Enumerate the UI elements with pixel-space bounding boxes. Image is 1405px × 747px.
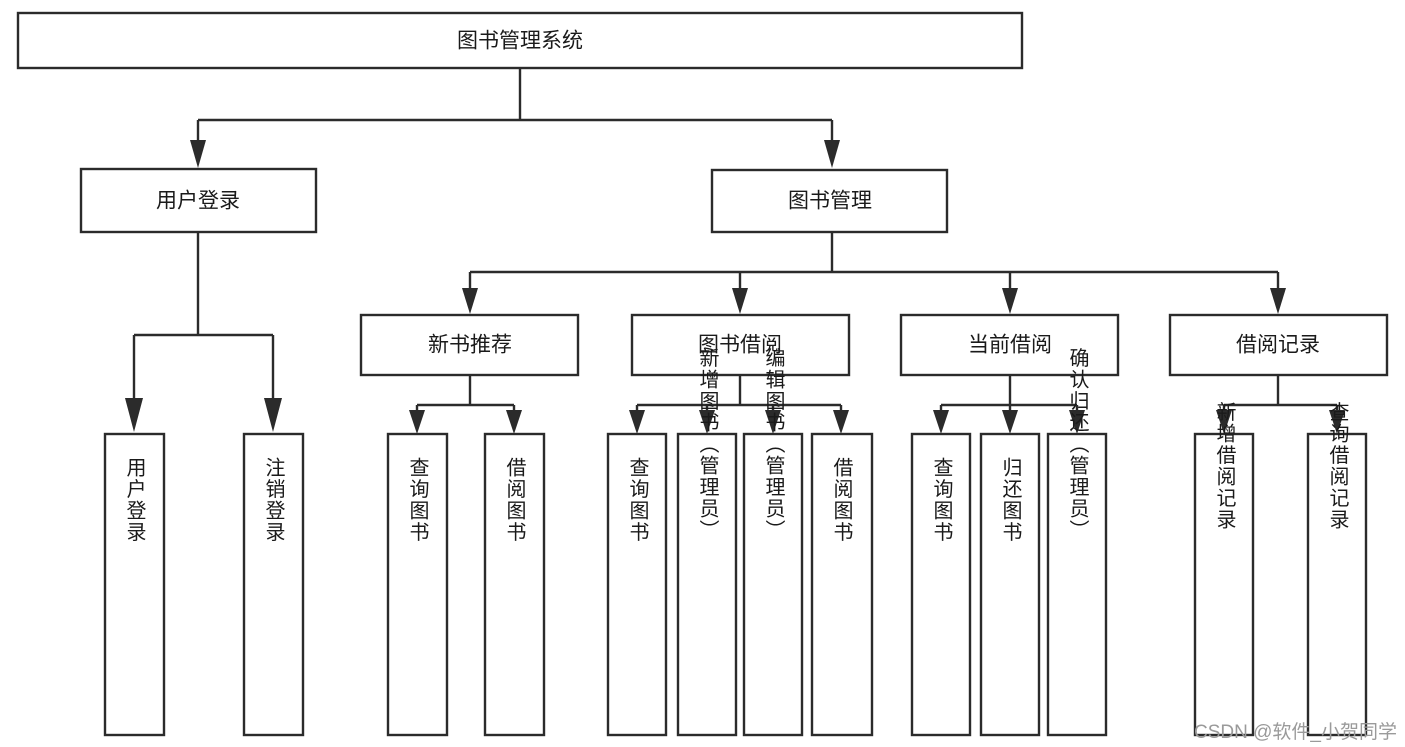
node-book-borrow[interactable]: 图书借阅 [630,313,851,377]
leaf-book-borrow-2-box[interactable] [676,432,738,737]
leaf-current-borrow-3-label: 确认归还（管理员） [1066,347,1089,541]
leaf-borrow-record-2-box[interactable] [1306,432,1368,737]
leaf-borrow-record-1[interactable]: 新增借阅记录 [1193,401,1255,737]
arrow-borrow-leaf-4 [833,410,849,434]
leaf-user-login-1-box[interactable] [103,432,166,737]
node-root[interactable]: 图书管理系统 [16,11,1024,70]
leaf-book-borrow-3-label: 编辑图书（管理员） [762,347,785,541]
leaf-new-book-2-label: 借阅图书 [503,457,526,543]
leaf-book-borrow-3-box[interactable] [742,432,804,737]
node-borrow-record[interactable]: 借阅记录 [1168,313,1389,377]
node-new-book-recommend[interactable]: 新书推荐 [359,313,580,377]
leaf-new-book-2-box[interactable] [483,432,546,737]
leaf-user-login-1[interactable]: 用户登录 [103,432,166,737]
node-user-login-label: 用户登录 [156,190,240,213]
arrow-root-to-book-manage [824,140,840,168]
node-user-login[interactable]: 用户登录 [79,167,318,234]
arrow-bookmanage-child-3 [1002,288,1018,314]
leaf-book-borrow-2[interactable]: 新增图书（管理员） [676,347,738,737]
node-book-borrow-label: 图书借阅 [698,334,782,357]
leaf-new-book-1-label: 查询图书 [406,457,429,543]
arrow-newbook-leaf-1 [409,410,425,434]
leaf-borrow-record-1-box[interactable] [1193,432,1255,737]
arrow-root-to-user-login [190,140,206,168]
leaf-current-borrow-2-label: 归还图书 [999,457,1022,543]
node-borrow-record-label: 借阅记录 [1236,334,1320,357]
leaf-current-borrow-3[interactable]: 确认归还（管理员） [1046,347,1108,737]
node-book-manage-box[interactable] [710,168,949,234]
leaf-current-borrow-1[interactable]: 查询图书 [910,432,972,737]
leaf-book-borrow-4-box[interactable] [810,432,874,737]
arrow-userlogin-leaf-1 [125,398,143,432]
arrow-current-leaf-1 [933,410,949,434]
leaf-current-borrow-1-box[interactable] [910,432,972,737]
arrow-borrow-leaf-1 [629,410,645,434]
leaf-user-login-2[interactable]: 注销登录 [242,432,305,737]
leaf-book-borrow-2-label: 新增图书（管理员） [696,347,719,541]
node-user-login-box[interactable] [79,167,318,234]
arrow-borrow-leaf-3 [765,410,781,434]
leaf-book-borrow-4[interactable]: 借阅图书 [810,432,874,737]
leaf-borrow-record-2-label: 查询借阅记录 [1326,401,1349,530]
arrow-bookmanage-child-4 [1270,288,1286,314]
node-book-borrow-box[interactable] [630,313,851,377]
node-new-book-recommend-label: 新书推荐 [428,334,512,357]
node-current-borrow[interactable]: 当前借阅 [899,313,1120,377]
leaf-book-borrow-1-box[interactable] [606,432,668,737]
arrow-record-leaf-2 [1329,410,1345,434]
arrow-newbook-leaf-2 [506,410,522,434]
leaf-current-borrow-2[interactable]: 归还图书 [979,432,1041,737]
arrow-userlogin-leaf-2 [264,398,282,432]
leaf-borrow-record-2[interactable]: 查询借阅记录 [1306,401,1368,737]
node-new-book-recommend-box[interactable] [359,313,580,377]
leaf-current-borrow-3-box[interactable] [1046,432,1108,737]
leaf-user-login-1-label: 用户登录 [123,457,146,543]
leaf-book-borrow-1[interactable]: 查询图书 [606,432,668,737]
node-current-borrow-label: 当前借阅 [968,334,1052,357]
node-root-box[interactable] [16,11,1024,70]
leaf-new-book-2[interactable]: 借阅图书 [483,432,546,737]
arrow-current-leaf-3 [1069,410,1085,434]
leaf-book-borrow-3[interactable]: 编辑图书（管理员） [742,347,804,737]
node-book-manage[interactable]: 图书管理 [710,168,949,234]
leaf-new-book-1-box[interactable] [386,432,449,737]
node-borrow-record-box[interactable] [1168,313,1389,377]
leaf-borrow-record-1-label: 新增借阅记录 [1213,401,1236,530]
node-root-label: 图书管理系统 [457,30,583,53]
arrow-bookmanage-child-2 [732,288,748,314]
node-current-borrow-box[interactable] [899,313,1120,377]
leaf-user-login-2-box[interactable] [242,432,305,737]
leaf-book-borrow-1-label: 查询图书 [626,457,649,543]
leaf-current-borrow-2-box[interactable] [979,432,1041,737]
arrow-bookmanage-child-1 [462,288,478,314]
leaf-new-book-1[interactable]: 查询图书 [386,432,449,737]
arrow-record-leaf-1 [1216,410,1232,434]
leaf-current-borrow-1-label: 查询图书 [930,457,953,543]
connector-layer [125,68,1345,434]
csdn-watermark: CSDN @软件_小贺同学 [1194,722,1397,743]
arrow-current-leaf-2 [1002,410,1018,434]
node-book-manage-label: 图书管理 [788,190,872,213]
leaf-book-borrow-4-label: 借阅图书 [830,457,853,543]
arrow-borrow-leaf-2 [699,410,715,434]
leaf-user-login-2-label: 注销登录 [262,457,285,543]
